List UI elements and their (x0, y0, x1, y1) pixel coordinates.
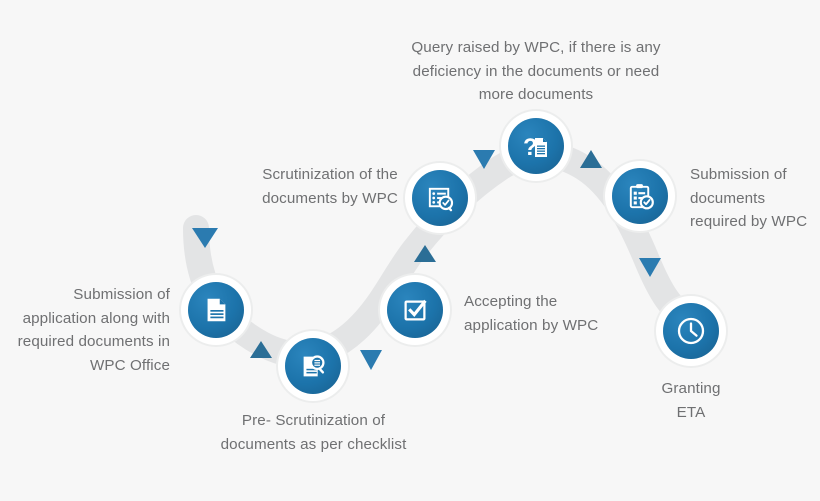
step-node-2[interactable] (285, 338, 341, 394)
clipboard-check-icon (625, 181, 656, 212)
step-node-4[interactable] (412, 170, 468, 226)
arrow-step-3-to-4 (414, 245, 436, 262)
step-label-6: Submission of documents required by WPC (690, 166, 808, 230)
step-label-3: Accepting the application by WPC (464, 293, 599, 334)
arrow-step-1-to-2 (250, 341, 272, 358)
document-icon (201, 295, 231, 325)
svg-text:?: ? (523, 134, 538, 161)
arrow-step-2-to-3 (360, 350, 382, 370)
step-label-1: Submission of application along with req… (17, 286, 170, 374)
step-label-5: Query raised by WPC, if there is any def… (411, 39, 661, 103)
arrow-step-4-to-5 (473, 150, 495, 169)
arrow-step-5-to-6 (580, 150, 602, 168)
step-node-7[interactable] (663, 303, 719, 359)
step-node-3[interactable] (387, 282, 443, 338)
step-label-7: Granting ETA (661, 380, 721, 421)
checklist-search-icon (425, 183, 456, 214)
checkbox-check-icon (400, 295, 430, 325)
clock-icon (675, 315, 707, 347)
document-search-icon (298, 351, 328, 381)
arrow-step-6-to-7 (639, 258, 661, 277)
step-label-2: Pre- Scrutinization of documents as per … (220, 412, 407, 453)
step-label-4: Scrutinization of the documents by WPC (262, 166, 398, 207)
step-node-6[interactable] (612, 168, 668, 224)
step-node-5[interactable]: ? (508, 118, 564, 174)
arrow-into-step-1 (192, 228, 218, 248)
question-document-icon: ? (520, 130, 552, 162)
step-node-1[interactable] (188, 282, 244, 338)
